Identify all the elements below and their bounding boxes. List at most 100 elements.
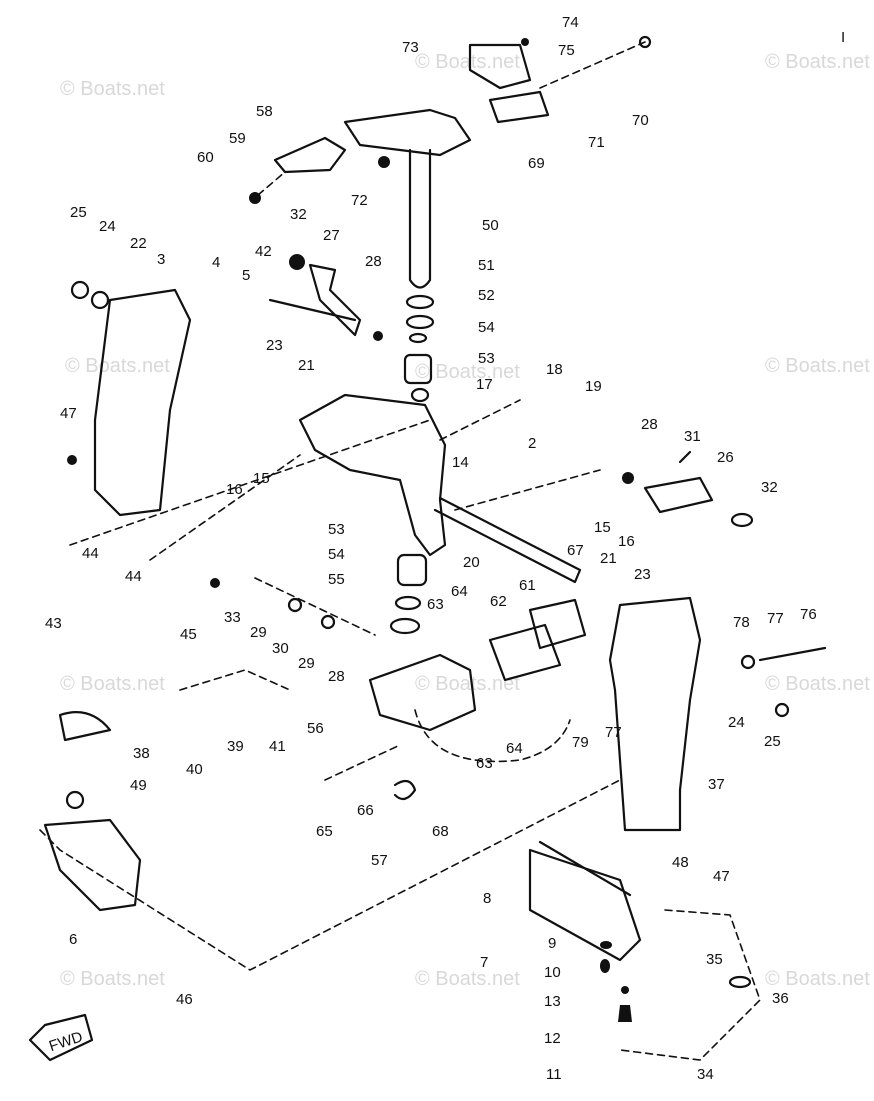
callout-label: 15 (253, 470, 270, 487)
callout-label: 74 (562, 14, 579, 31)
callout-label: 26 (717, 449, 734, 466)
pin (728, 975, 752, 989)
callout-label: 42 (255, 243, 272, 260)
callout-label: 44 (82, 545, 99, 562)
callout-label: 76 (800, 606, 817, 623)
nut (521, 38, 529, 46)
steering-arm-top (343, 108, 472, 157)
bracket-plate (488, 623, 562, 682)
callout-label: 77 (767, 610, 784, 627)
callout-label: 53 (328, 521, 345, 538)
callout-label: 64 (451, 583, 468, 600)
callout-label: 54 (478, 319, 495, 336)
callout-label: 41 (269, 738, 286, 755)
tie-rod (539, 41, 646, 89)
watermark: © Boats.net (765, 968, 870, 990)
watermark: © Boats.net (415, 968, 520, 990)
callout-label: 7 (480, 954, 488, 971)
callout-label: 56 (307, 720, 324, 737)
callout-label: 77 (605, 724, 622, 741)
callout-label: 70 (632, 112, 649, 129)
callout-label: 17 (476, 376, 493, 393)
callout-label: 43 (45, 615, 62, 632)
watermark: © Boats.net (415, 673, 520, 695)
callout-label: 72 (351, 192, 368, 209)
callout-label: 29 (250, 624, 267, 641)
frame (619, 909, 761, 1061)
nut (210, 578, 220, 588)
callout-label: 37 (708, 776, 725, 793)
callout-label: 69 (528, 155, 545, 172)
callout-label: 31 (684, 428, 701, 445)
axis-line (69, 419, 431, 546)
washer (405, 294, 435, 310)
callout-label: 14 (452, 454, 469, 471)
bushing (403, 353, 433, 385)
callout-label: 50 (482, 217, 499, 234)
callout-label: 25 (764, 733, 781, 750)
callout-label: 2 (528, 435, 536, 452)
watermarks: © Boats.net © Boats.net © Boats.net © Bo… (60, 51, 870, 990)
callout-label: 47 (60, 405, 77, 422)
bolt (618, 1005, 632, 1022)
axis-line (439, 399, 521, 441)
callout-label: 21 (600, 550, 617, 567)
callout-label: 30 (272, 640, 289, 657)
corner-mark: I (841, 29, 845, 46)
watermark: © Boats.net (765, 673, 870, 695)
watermark: © Boats.net (65, 355, 170, 377)
callout-label: 51 (478, 257, 495, 274)
rod-end (638, 35, 652, 49)
callout-label: 35 (706, 951, 723, 968)
watermark: © Boats.net (765, 355, 870, 377)
tilt-tube (433, 496, 582, 584)
callout-label: 44 (125, 568, 142, 585)
callout-label: 53 (478, 350, 495, 367)
bolt (257, 171, 286, 196)
washer (90, 290, 110, 310)
callout-label: 61 (519, 577, 536, 594)
callout-labels: 74 75 73 70 71 69 58 59 60 72 50 32 27 4… (45, 14, 817, 1083)
callout-label: 13 (544, 993, 561, 1010)
callout-label: 75 (558, 42, 575, 59)
callout-label: 63 (476, 755, 493, 772)
callout-label: 8 (483, 890, 491, 907)
washer (740, 654, 756, 670)
callout-label: 65 (316, 823, 333, 840)
callout-label: 55 (328, 571, 345, 588)
axis-line (454, 469, 601, 511)
callout-label: 58 (256, 103, 273, 120)
bushing (405, 314, 435, 330)
callout-label: 3 (157, 251, 165, 268)
support (58, 711, 112, 742)
nut (378, 156, 390, 168)
callout-label: 6 (69, 931, 77, 948)
callout-label: 21 (298, 357, 315, 374)
callout-label: 12 (544, 1030, 561, 1047)
watermark: © Boats.net (415, 361, 520, 383)
callout-label: 57 (371, 852, 388, 869)
nut (622, 472, 634, 484)
callout-label: 60 (197, 149, 214, 166)
bushing (410, 387, 430, 403)
callout-label: 32 (761, 479, 778, 496)
callout-label: 52 (478, 287, 495, 304)
nut (289, 254, 305, 270)
washer (621, 986, 629, 994)
callout-label: 33 (224, 609, 241, 626)
callout-label: 29 (298, 655, 315, 672)
callout-label: 22 (130, 235, 147, 252)
callout-label: 64 (506, 740, 523, 757)
fwd-arrow (28, 1013, 94, 1062)
steering-link (488, 90, 550, 124)
arm-bolt (643, 476, 714, 514)
callout-label: 18 (546, 361, 563, 378)
line-art (28, 35, 827, 1062)
bolt (758, 646, 827, 662)
callout-label: 47 (713, 868, 730, 885)
nut (600, 959, 610, 973)
cable (414, 709, 571, 763)
callout-label: 73 (402, 39, 419, 56)
callout-label: 25 (70, 204, 87, 221)
callout-label: 5 (242, 267, 250, 284)
